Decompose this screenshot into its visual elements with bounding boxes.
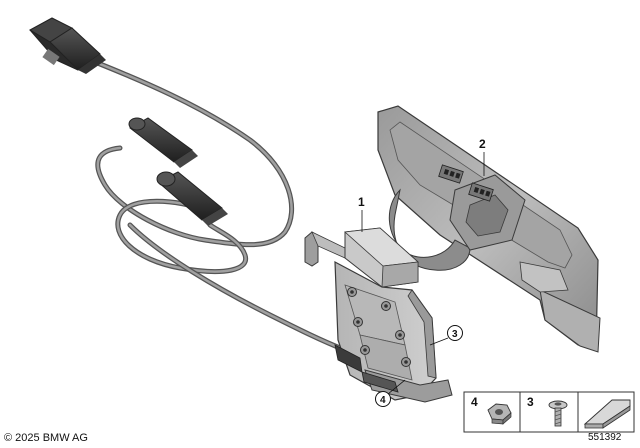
device-cradle bbox=[304, 227, 453, 403]
callout-3: 3 bbox=[429, 325, 463, 346]
callout-2-label: 2 bbox=[479, 137, 486, 151]
legend-item-3-label: 3 bbox=[527, 395, 534, 409]
hex-nut-icon bbox=[487, 403, 512, 425]
mounting-plate bbox=[377, 105, 601, 353]
callout-4-label: 4 bbox=[380, 395, 386, 406]
callout-1: 1 bbox=[358, 195, 365, 232]
diagram-number: 551392 bbox=[588, 432, 622, 443]
callout-2: 2 bbox=[479, 137, 486, 176]
wedge-icon bbox=[583, 399, 631, 429]
copyright-notice: © 2025 BMW AG bbox=[4, 432, 88, 444]
parts-legend: 4 3 bbox=[463, 391, 635, 433]
callout-4: 4 bbox=[375, 379, 406, 407]
callout-3-label: 3 bbox=[452, 329, 458, 340]
connector-middle-upper bbox=[128, 117, 198, 168]
connector-middle-lower bbox=[156, 171, 228, 226]
cable-harness bbox=[92, 59, 348, 353]
legend-item-4-label: 4 bbox=[471, 395, 478, 409]
screw-icon bbox=[548, 400, 568, 427]
connector-top bbox=[28, 17, 106, 74]
callout-1-label: 1 bbox=[358, 195, 365, 209]
